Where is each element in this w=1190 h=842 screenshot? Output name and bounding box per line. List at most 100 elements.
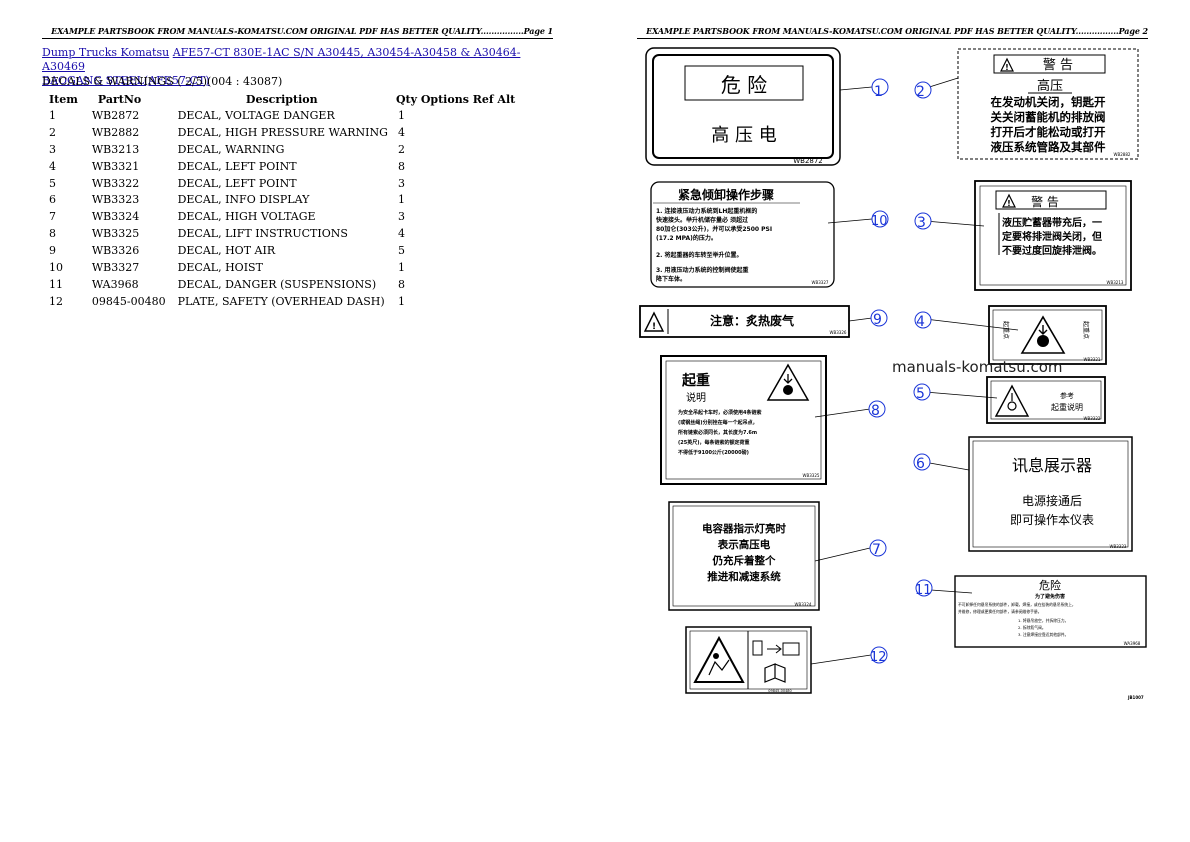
breadcrumb-link-variant[interactable]: BAOGANG STEEL(AFE57-CT) (42, 74, 210, 87)
cell-qty: 1 (397, 294, 405, 308)
callout-8: 8 (868, 400, 886, 419)
decal-11-line-5: 3. 注意焊接应靠近其他部件。 (1018, 632, 1068, 637)
header-rule (42, 38, 553, 39)
decal-6-line-2: 即可操作本仪表 (1010, 512, 1094, 527)
cell-description: DECAL, HIGH PRESSURE WARNING (177, 125, 388, 139)
decal-11: 危险 为了避免伤害 不可卸掉任何悬吊系统的部件，卸载，焊接，或在挂装的悬吊系统上… (954, 575, 1147, 648)
decal-2-line-3: 打开后才能松动或打开 (991, 125, 1106, 139)
cell-description: DECAL, LEFT POINT (177, 176, 297, 190)
callout-11: 11 (915, 579, 933, 598)
decal-11-code: WA3968 (1124, 641, 1141, 646)
callout-4-label: 4 (916, 314, 925, 330)
cell-item: 7 (49, 210, 56, 224)
cell-item: 4 (49, 159, 56, 173)
decal-5-line-2: 起重说明 (1051, 402, 1083, 412)
breadcrumb-link-category[interactable]: Dump Trucks Komatsu (42, 46, 170, 59)
decal-8: 起重 说明 为安全吊起卡车时，必须使用4条链索 (或钢丝绳)分别拴在每一个起吊点… (660, 355, 827, 485)
cell-item: 1 (49, 108, 56, 122)
breadcrumb-link-model[interactable]: AFE57-CT 830E-1AC S/N A30445, A30454-A30… (42, 46, 521, 73)
decal-11-line-4: 2. 拆除氮气阀。 (1018, 625, 1046, 630)
cell-description: DECAL, WARNING (177, 142, 285, 156)
callout-7: 7 (869, 539, 887, 558)
cell-qty: 3 (397, 176, 405, 190)
decal-10-line-4: (17.2 MPA)的压力。 (656, 234, 717, 242)
decal-7: 电容器指示灯亮时 表示高压电 仍充斥着整个 推进和减速系统 WB3324 (668, 501, 820, 611)
cell-partno: WB3324 (91, 210, 140, 224)
decal-11-subtitle: 为了避免伤害 (1035, 593, 1065, 600)
decal-10-line-7: 降下车体。 (656, 275, 686, 283)
decal-10-line-3: 80加仑(303公升)，并可以承受2500 PSI (656, 225, 772, 233)
cell-partno: WB3327 (91, 260, 140, 274)
svg-text:!: ! (652, 322, 656, 332)
callout-3-label: 3 (917, 215, 926, 231)
decal-5: 参考 起重说明 WB3322 (986, 376, 1106, 424)
cell-item: 3 (49, 142, 56, 156)
cell-qty: 2 (397, 142, 405, 156)
cell-item: 2 (49, 125, 56, 139)
cell-qty: 4 (397, 227, 405, 241)
decal-1-text: 高 压 电 (711, 125, 776, 146)
cell-partno: WB3325 (91, 227, 140, 241)
decal-8-code: WB3325 (803, 473, 820, 478)
cell-description: DECAL, HOIST (177, 260, 263, 274)
cell-partno: 09845-00480 (91, 294, 166, 308)
decal-3-line-1: 液压贮蓄器带充后，一 (1002, 216, 1102, 229)
cell-qty: 1 (397, 193, 405, 207)
col-item: Item (49, 92, 78, 106)
decal-3-code: WB3213 (1107, 280, 1124, 285)
cell-qty: 5 (397, 244, 405, 258)
col-partno: PartNo (97, 92, 142, 106)
decal-8-title: 起重 (681, 372, 710, 389)
decal-1-code: WB2872 (793, 157, 823, 165)
callout-1: 1 (871, 78, 889, 100)
decal-10-line-1: 1. 连接液压动力系统到LH起重机框的 (656, 207, 757, 215)
parts-table: Item PartNo Description Qty Options Ref … (45, 91, 521, 310)
decal-10-line-2: 快速接头。举升机储存量必 须超过 (655, 216, 748, 224)
decal-7-line-3: 仍充斥着整个 (712, 554, 776, 567)
decal-3-title: 警 告 (1031, 194, 1059, 209)
callout-1-label: 1 (874, 84, 883, 100)
callout-4: 4 (914, 311, 932, 330)
cell-item: 5 (49, 176, 56, 190)
decal-8-line-2: (或钢丝绳)分别拴在每一个起吊点， (678, 419, 758, 426)
decal-8-line-1: 为安全吊起卡车时，必须使用4条链索 (678, 409, 761, 416)
decal-3-line-2: 定要将排泄阀关闭，但 (1002, 230, 1102, 243)
cell-qty: 1 (397, 108, 405, 122)
leader-lines (810, 77, 1019, 665)
decal-11-line-2: 并维修，修理或更换任何部件，请参阅维修手册。 (958, 609, 1042, 614)
cell-description: DECAL, LIFT INSTRUCTIONS (177, 227, 348, 241)
decal-11-title: 危险 (1039, 578, 1061, 592)
decal-5-code: WB3322 (1084, 416, 1101, 421)
decal-2-line-4: 液压系统管路及其部件 (991, 140, 1106, 154)
cell-item: 9 (49, 244, 56, 258)
decal-8-line-3: 所有链索必须同长，其长度为7.6m (678, 429, 757, 436)
decal-7-line-2: 表示高压电 (717, 538, 771, 551)
page-header: EXAMPLE PARTSBOOK FROM MANUALS-KOMATSU.C… (646, 26, 1148, 36)
cell-partno: WB3321 (91, 159, 140, 173)
callout-5: 5 (913, 383, 931, 402)
decal-8-subtitle: 说明 (686, 391, 706, 404)
decal-10-line-6: 3. 用液压动力系统的控制阀使起重 (656, 266, 749, 274)
svg-text:!: ! (1005, 63, 1009, 72)
decal-3-line-3: 不要过度回旋排泄阀。 (1002, 244, 1102, 257)
table-row: 4 WB3321 DECAL, LEFT POINT 8 (45, 158, 521, 175)
decal-10: 紧急倾卸操作步骤 1. 连接液压动力系统到LH起重机框的 快速接头。举升机储存量… (650, 181, 835, 288)
cell-qty: 4 (397, 125, 405, 139)
cell-qty: 8 (397, 159, 405, 173)
decal-8-line-5: 不得低于9100公斤(20000磅) (678, 449, 749, 456)
cell-description: DECAL, LEFT POINT (177, 159, 297, 173)
callout-6-label: 6 (916, 456, 925, 472)
cell-qty: 3 (397, 210, 405, 224)
table-header-row: Item PartNo Description Qty Options Ref … (45, 91, 521, 107)
decal-6-line-1: 电源接通后 (1022, 493, 1082, 508)
decal-2-line-1: 在发动机关闭，钥匙开 (991, 95, 1106, 109)
cell-description: DECAL, VOLTAGE DANGER (177, 108, 335, 122)
cell-partno: WB3323 (91, 193, 140, 207)
